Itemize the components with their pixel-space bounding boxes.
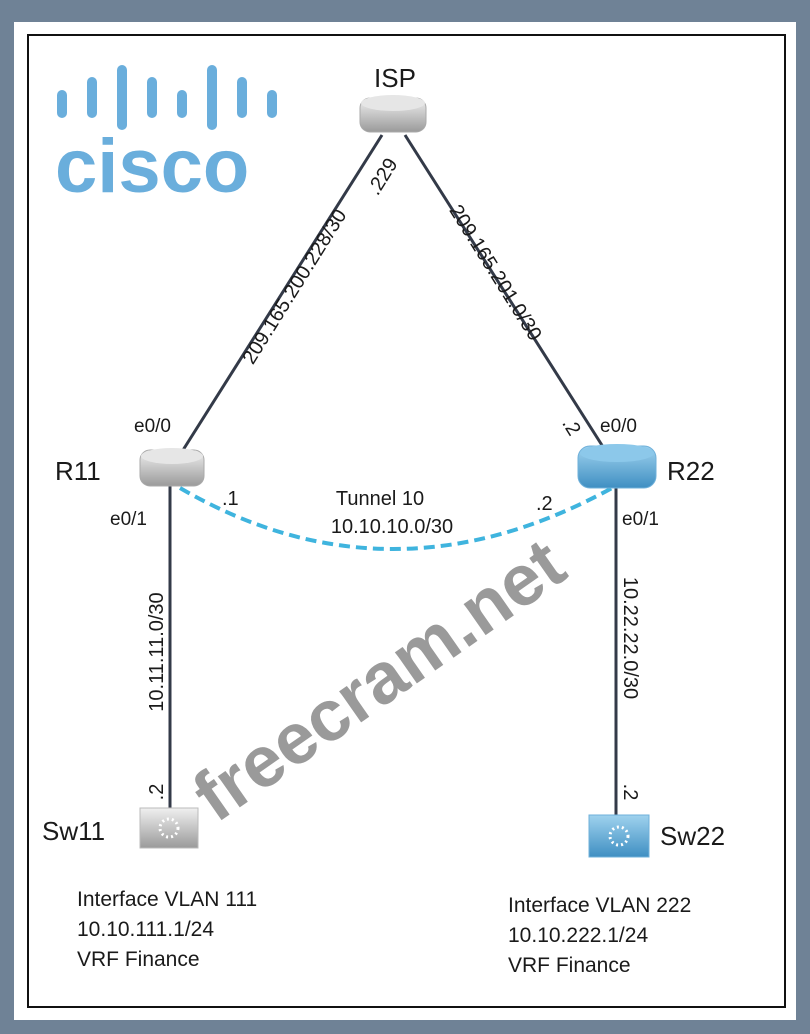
r11-sw11-host: .2	[146, 784, 168, 801]
sw22-note-vlan: Interface VLAN 222	[508, 894, 691, 917]
sw11-note-ip: 10.10.111.1/24	[77, 918, 214, 941]
watermark-text: freecram.net	[179, 524, 579, 837]
router-r22[interactable]	[577, 444, 657, 489]
r11-label: R11	[55, 456, 101, 486]
r11-e01-label: e0/1	[110, 509, 147, 530]
link-isp-r22	[403, 134, 607, 451]
diagram-panel	[14, 22, 796, 1020]
sw11-note-vrf: VRF Finance	[77, 948, 200, 971]
tunnel-link	[178, 486, 613, 551]
cisco-logo-icon	[57, 65, 277, 130]
isp-r22-host: .2	[557, 414, 585, 440]
cisco-logo-text: cisco	[55, 124, 249, 209]
r22-e00-label: e0/0	[600, 416, 637, 437]
r11-e00-label: e0/0	[134, 416, 171, 437]
r22-sw22-subnet: 10.22.22.0/30	[619, 577, 641, 699]
tunnel-r11-host: .1	[222, 488, 239, 510]
router-r11[interactable]	[139, 448, 205, 487]
router-isp[interactable]	[359, 95, 427, 133]
sw22-note-ip: 10.10.222.1/24	[508, 924, 648, 947]
isp-label: ISP	[374, 63, 416, 93]
isp-r11-host: .229	[363, 154, 402, 199]
diagram-border	[27, 34, 786, 1008]
tunnel-r22-host: .2	[536, 493, 553, 515]
tunnel-name: Tunnel 10	[336, 488, 424, 510]
isp-r11-subnet: 209.165.200.228/30	[238, 206, 351, 369]
isp-r22-subnet: 209.165.201.0/30	[445, 201, 546, 345]
r22-sw22-host: .2	[619, 784, 641, 801]
switch-sw22[interactable]	[588, 814, 650, 858]
r11-sw11-subnet: 10.11.11.0/30	[146, 592, 168, 711]
sw11-label: Sw11	[42, 816, 105, 846]
sw22-label: Sw22	[660, 821, 725, 851]
r22-label: R22	[667, 456, 715, 486]
sw11-note-vlan: Interface VLAN 111	[77, 888, 257, 911]
r22-e01-label: e0/1	[622, 509, 659, 530]
sw22-note-vrf: VRF Finance	[508, 954, 631, 977]
tunnel-subnet: 10.10.10.0/30	[331, 516, 453, 538]
switch-sw11[interactable]	[139, 807, 199, 849]
link-isp-r11	[176, 134, 384, 459]
